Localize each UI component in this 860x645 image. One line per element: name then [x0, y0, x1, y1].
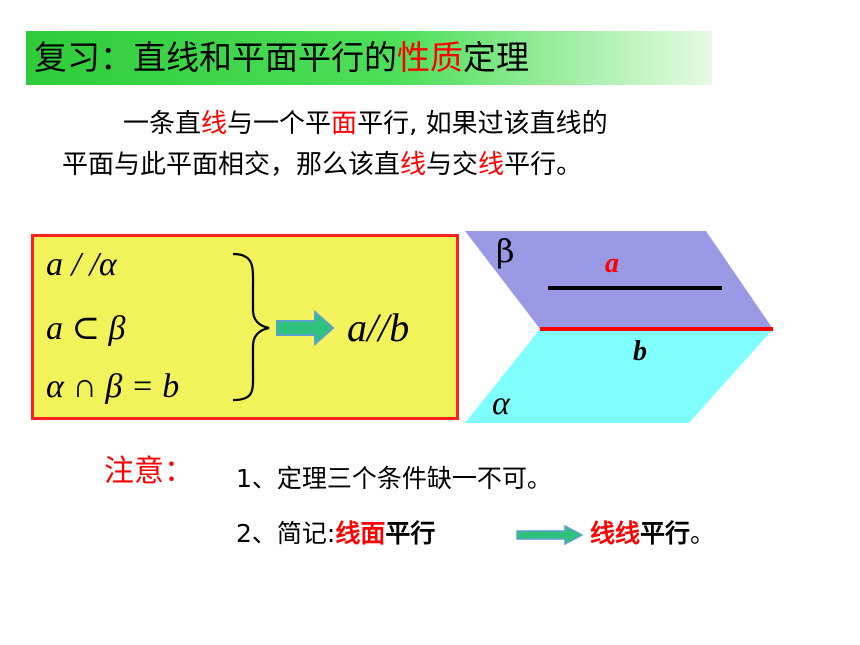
note-item-1: 1、定理三个条件缺一不可。 [236, 464, 552, 493]
condition-1: a / /α [46, 246, 117, 283]
theorem-highlight: 面 [331, 109, 358, 139]
note-prefix: 2、简记: [236, 519, 336, 548]
title-part-3: 定理 [463, 38, 529, 77]
note-bold: 平行 [640, 519, 691, 548]
theorem-line-1: 一条直线与一个平面平行, 如果过该直线的 [123, 106, 608, 142]
page-title: 复习：直线和平面平行的性质定理 [34, 36, 529, 80]
theorem-text: 一条直 [123, 109, 202, 139]
title-bar [26, 31, 712, 85]
green-arrow-small-icon [516, 524, 584, 546]
note-highlight: 线线 [590, 519, 641, 548]
theorem-highlight: 线 [201, 109, 228, 139]
result-a-parallel-b: a//b [347, 305, 410, 350]
conditions-box [31, 234, 459, 420]
alpha-label: α [492, 385, 510, 422]
beta-plane [465, 231, 773, 329]
beta-label: β [496, 232, 515, 270]
note-end: 。 [690, 519, 716, 548]
right-brace-icon [232, 252, 270, 402]
theorem-text: 平行。 [504, 150, 583, 180]
note-label: 注意： [104, 454, 194, 489]
planes-figure [465, 231, 773, 423]
theorem-highlight: 线 [478, 150, 505, 180]
note-bold: 平行 [385, 519, 436, 548]
theorem-line-2: 平面与此平面相交，那么该直线与交线平行。 [62, 147, 582, 183]
alpha-plane [465, 329, 773, 423]
theorem-text: 与一个平 [227, 109, 332, 139]
note-item-2: 2、简记:线面平行 [236, 517, 435, 551]
note-item-2-result: 线线平行。 [590, 517, 715, 551]
line-b-label: b [633, 336, 647, 367]
condition-2: a ⊂ β [46, 310, 126, 347]
theorem-text: 平面与此平面相交，那么该直 [62, 150, 401, 180]
title-highlight: 性质 [397, 38, 463, 77]
theorem-text: 与交 [426, 150, 479, 180]
theorem-highlight: 线 [400, 150, 427, 180]
note-highlight: 线面 [335, 519, 386, 548]
theorem-text: 平行, 如果过该直线的 [357, 109, 608, 139]
brace-arrow-graphic [232, 252, 335, 402]
condition-3: α ∩ β = b [46, 368, 180, 405]
line-a-label: a [605, 248, 619, 279]
title-part-1: 复习：直线和平面平行的 [34, 38, 397, 77]
green-arrow-icon [276, 309, 335, 347]
